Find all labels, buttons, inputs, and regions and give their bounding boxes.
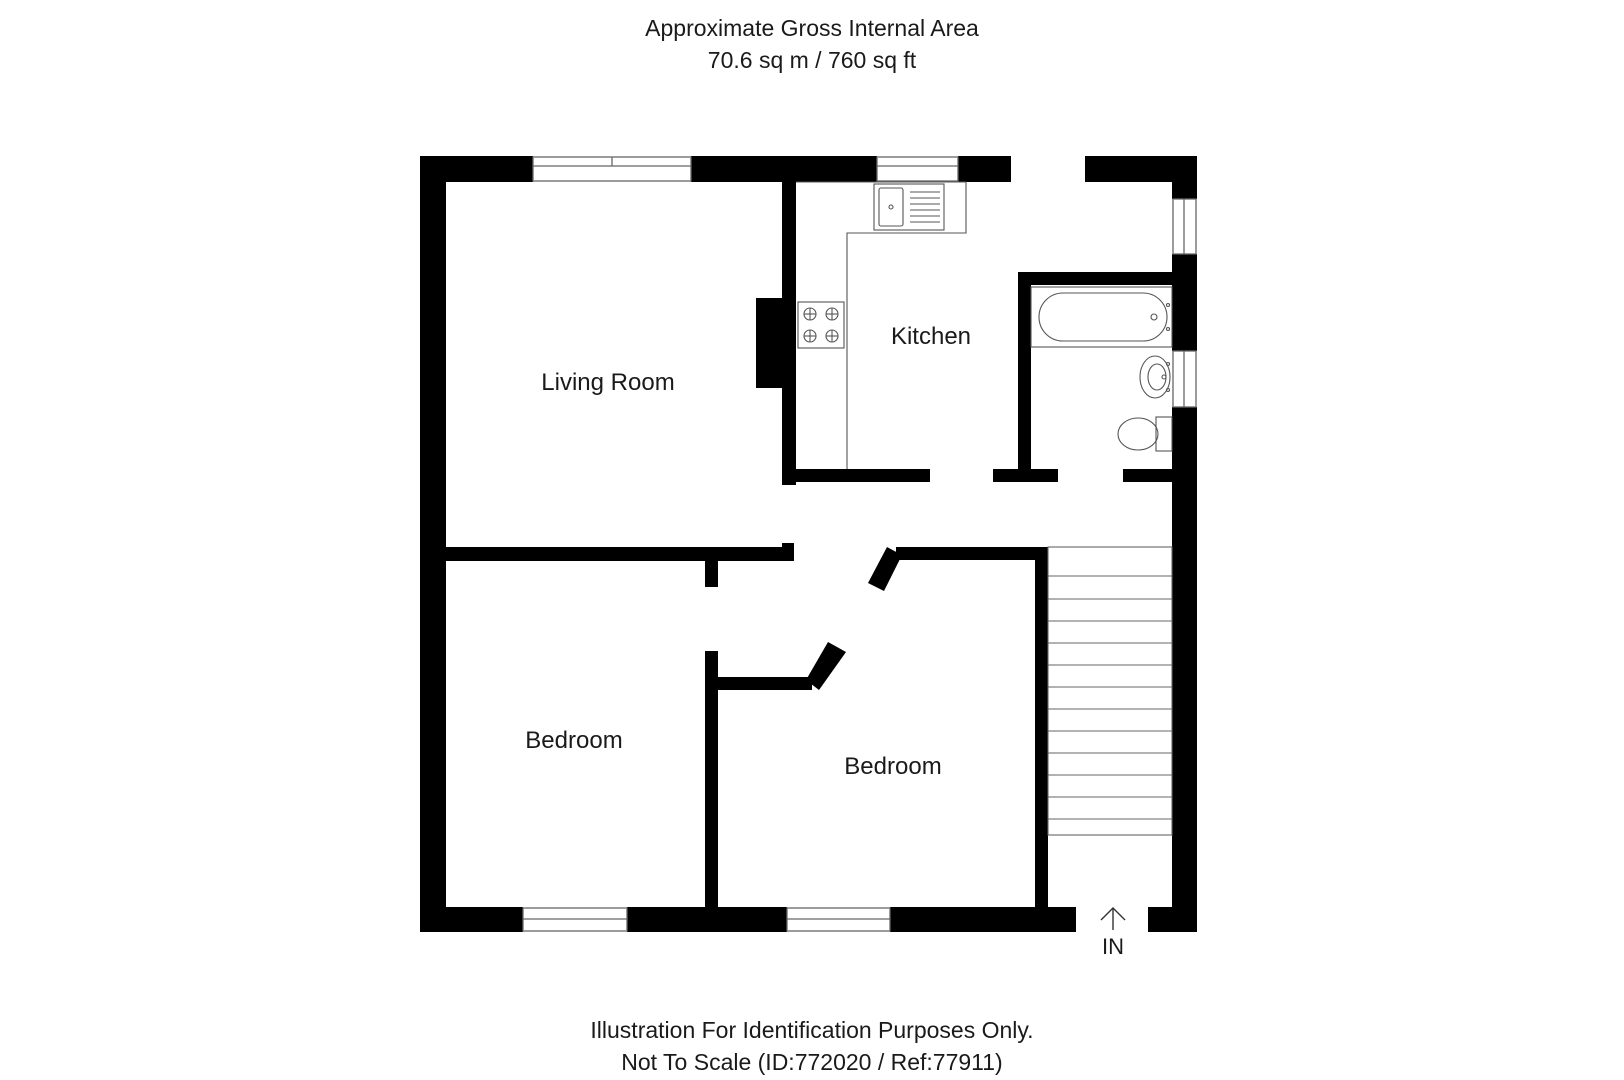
- bathtub-icon: [1030, 286, 1173, 348]
- room-label-bedroom-right: Bedroom: [844, 753, 941, 780]
- room-label-living-room: Living Room: [541, 369, 674, 396]
- disclaimer-line-2: Not To Scale (ID:772020 / Ref:77911): [621, 1049, 1003, 1075]
- window-bathroom-right: [1172, 350, 1197, 408]
- up-arrow-icon: [1100, 907, 1126, 930]
- area-title: Approximate Gross Internal Area: [645, 15, 979, 41]
- chimney-breast: [756, 298, 786, 388]
- basin-icon: [1139, 355, 1171, 399]
- exterior-walls: [420, 156, 1197, 932]
- area-value: 70.6 sq m / 760 sq ft: [707, 47, 917, 73]
- window-living-top: [532, 156, 692, 182]
- bathroom-fixtures: [1030, 286, 1173, 452]
- sink-icon: [873, 183, 945, 231]
- kitchen-worktop: [796, 181, 967, 469]
- kitchen-fixtures: [796, 181, 967, 469]
- window-right-upper: [1172, 198, 1197, 255]
- windows: [522, 156, 1197, 932]
- window-bedroom-left-bottom: [522, 907, 628, 932]
- entrance-label: IN: [1102, 934, 1124, 959]
- hob-icon: [797, 301, 845, 349]
- disclaimer-line-1: Illustration For Identification Purposes…: [590, 1017, 1034, 1043]
- staircase: [1047, 546, 1173, 836]
- room-label-bedroom-left: Bedroom: [525, 727, 622, 754]
- window-kitchen-top: [876, 156, 959, 182]
- toilet-icon: [1117, 416, 1173, 452]
- window-bedroom-right-bottom: [786, 907, 891, 932]
- interior-walls: [446, 182, 1173, 907]
- room-label-kitchen: Kitchen: [891, 323, 971, 350]
